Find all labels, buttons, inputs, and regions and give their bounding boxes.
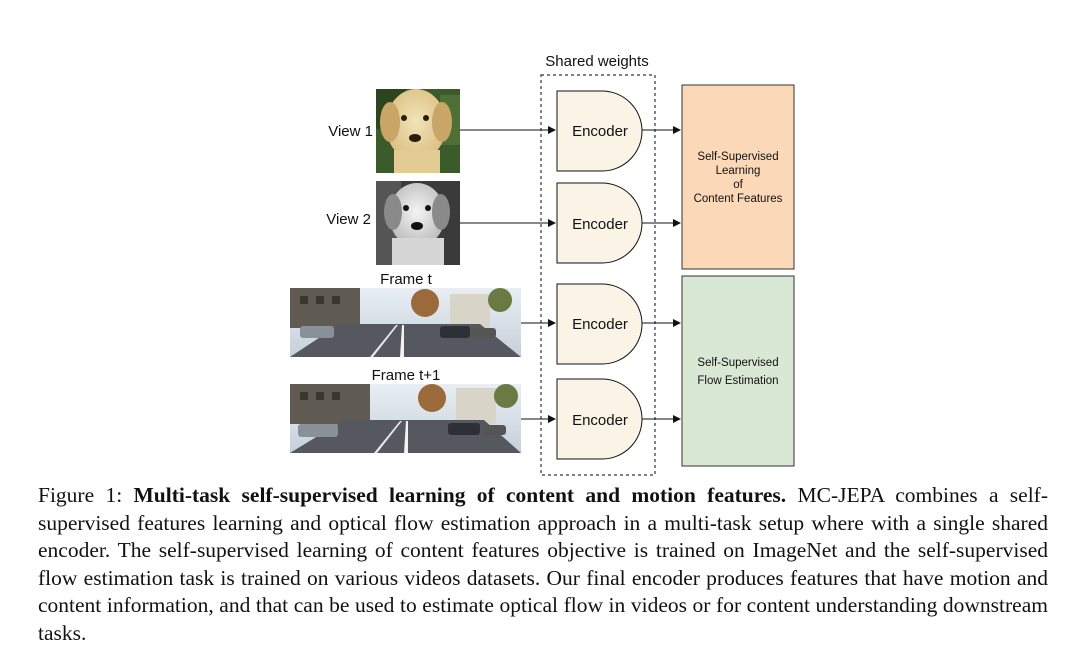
street-scene-photo-frame-t — [290, 288, 521, 357]
encoder-4: Encoder — [556, 378, 643, 460]
input-label-frame-t: Frame t — [380, 271, 433, 288]
task-content-line-4: Content Features — [694, 193, 783, 205]
task-content-features: Self-Supervised Learning of Content Feat… — [681, 84, 795, 270]
input-label-view-2: View 2 — [326, 211, 371, 228]
task-content-line-2: Learning — [716, 165, 761, 177]
encoder-1: Encoder — [556, 90, 643, 172]
encoder-3: Encoder — [556, 283, 643, 365]
task-content-line-1: Self-Supervised — [697, 151, 778, 163]
figure-caption: Figure 1: Multi-task self-supervised lea… — [38, 482, 1048, 647]
task-flow-estimation: Self-Supervised Flow Estimation — [681, 275, 795, 467]
encoder-3-label: Encoder — [572, 316, 628, 333]
street-scene-photo-frame-t1 — [290, 384, 521, 453]
encoder-1-label: Encoder — [572, 123, 628, 140]
shared-weights-box — [540, 74, 656, 476]
input-label-frame-t1: Frame t+1 — [372, 367, 441, 384]
caption-title: Multi-task self-supervised learning of c… — [133, 483, 787, 507]
dog-grayscale-photo — [376, 181, 460, 265]
shared-weights-label: Shared weights — [545, 53, 648, 70]
task-flow-line-2: Flow Estimation — [697, 375, 778, 387]
caption-body: MC-JEPA combines a self-supervised featu… — [38, 483, 1048, 645]
encoder-2-label: Encoder — [572, 216, 628, 233]
task-flow-line-1: Self-Supervised — [697, 357, 778, 369]
encoder-4-label: Encoder — [572, 412, 628, 429]
dog-color-photo — [376, 89, 460, 173]
encoder-2: Encoder — [556, 182, 643, 264]
caption-prefix: Figure 1: — [38, 483, 134, 507]
input-label-view-1: View 1 — [328, 123, 373, 140]
task-content-line-3: of — [733, 179, 743, 191]
